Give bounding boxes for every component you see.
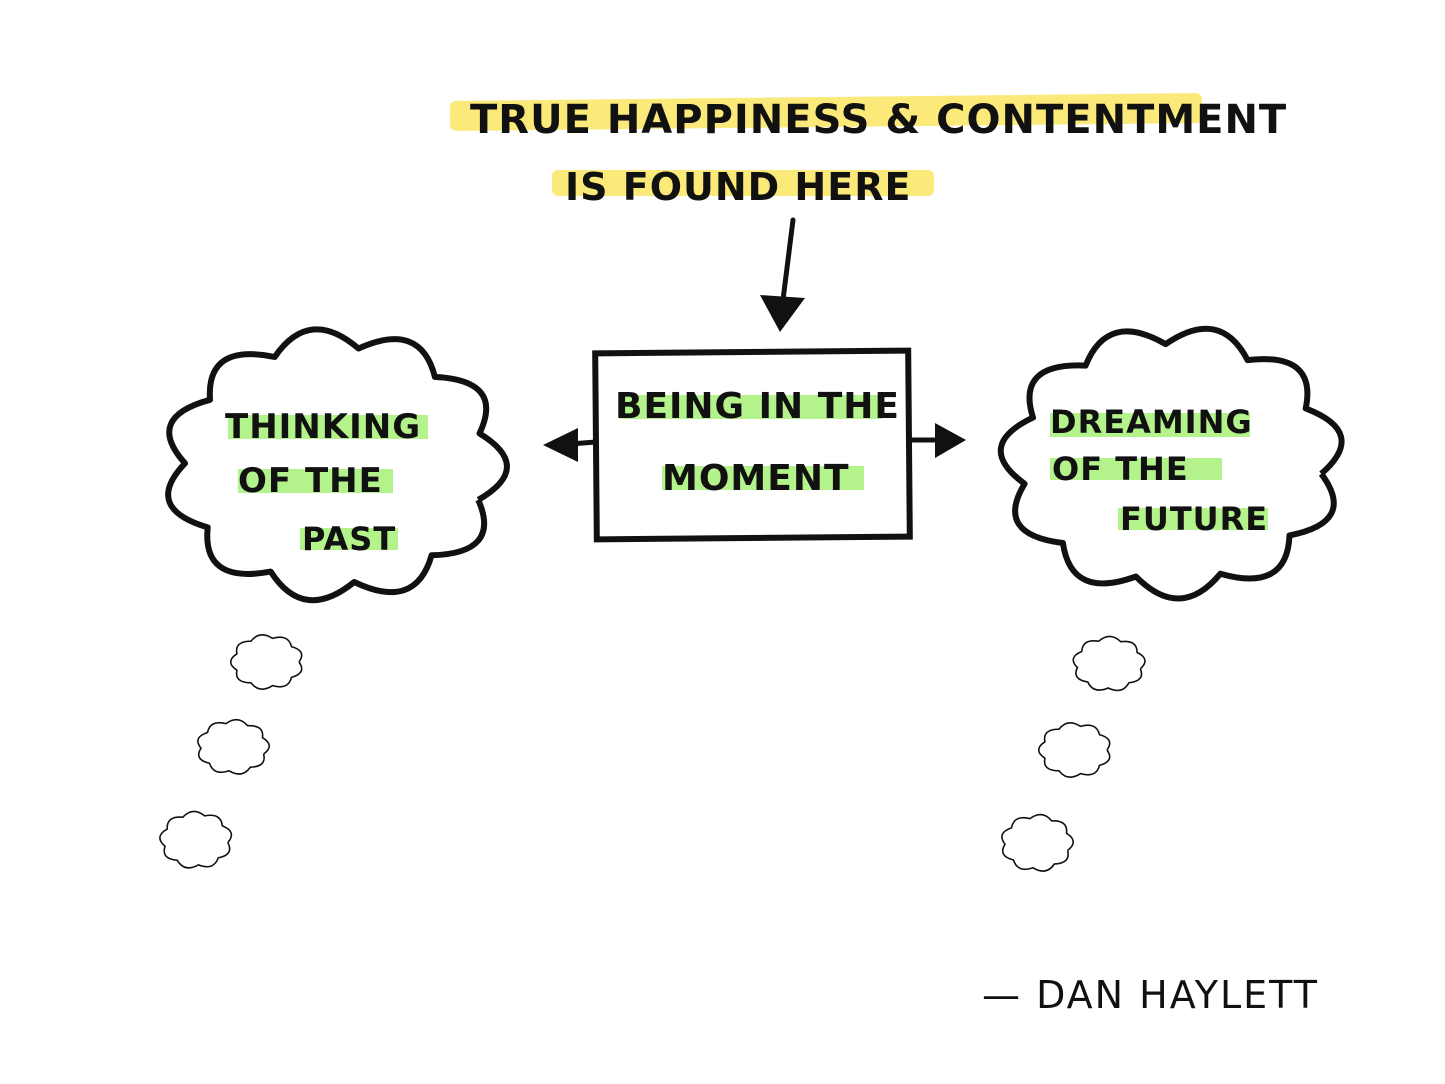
title-line-2: IS FOUND HERE xyxy=(565,165,911,209)
right-highlight-2 xyxy=(1050,458,1222,480)
thought-bubble-small xyxy=(197,718,271,775)
thought-cloud-left xyxy=(165,326,510,604)
right-cloud-line-1: DREAMING xyxy=(1050,403,1253,441)
down-arrow-icon xyxy=(760,217,805,332)
left-highlight-1 xyxy=(228,415,428,439)
center-line-1: BEING IN THE xyxy=(615,386,900,427)
thought-bubble-small xyxy=(229,634,303,690)
thought-bubble-small xyxy=(1072,635,1146,692)
center-highlight-2 xyxy=(662,466,864,490)
center-highlight-1 xyxy=(620,395,882,419)
left-cloud-line-2: OF THE xyxy=(238,461,383,501)
right-highlight-1 xyxy=(1050,413,1250,437)
left-cloud-line-1: THINKING xyxy=(225,407,421,447)
thought-bubble-small xyxy=(1037,722,1111,778)
right-cloud-line-2: OF THE xyxy=(1052,450,1189,488)
left-highlight-2 xyxy=(238,469,393,493)
left-highlight-3 xyxy=(300,528,398,550)
left-arrow-icon xyxy=(543,428,597,462)
thought-bubble-small xyxy=(159,810,233,869)
right-cloud-line-3: FUTURE xyxy=(1120,500,1268,538)
center-box xyxy=(592,347,913,543)
title-line-1: TRUE HAPPINESS & CONTENTMENT xyxy=(470,97,1287,143)
thought-cloud-right xyxy=(997,325,1345,602)
thought-bubble-small xyxy=(1001,813,1075,872)
right-highlight-3 xyxy=(1118,508,1268,530)
signature: — DAN HAYLETT xyxy=(982,973,1319,1017)
right-arrow-icon xyxy=(909,423,966,458)
title-highlights xyxy=(449,93,1203,196)
center-line-2: MOMENT xyxy=(662,458,850,499)
left-cloud-line-3: PAST xyxy=(302,520,396,558)
